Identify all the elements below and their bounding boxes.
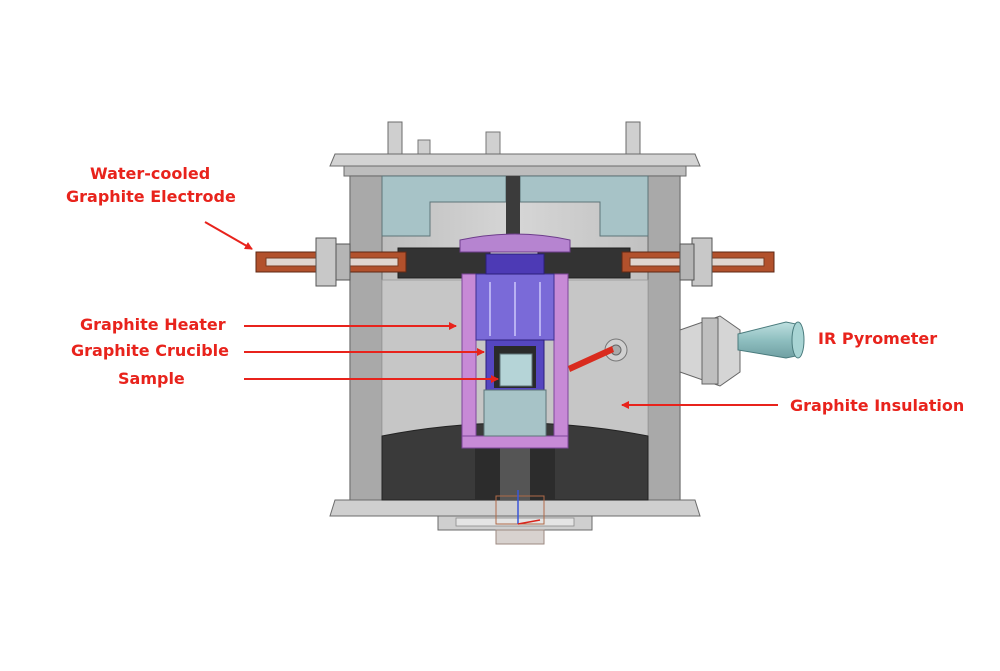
graphite-heater xyxy=(459,233,571,449)
label-crucible: Graphite Crucible xyxy=(71,341,229,360)
label-pyrometer: IR Pyrometer xyxy=(818,329,938,348)
crucible-pedestal xyxy=(483,389,547,437)
electrode-holders xyxy=(397,247,631,279)
coordinate-axes-icon xyxy=(517,490,541,525)
ir-beam xyxy=(568,346,614,372)
ir-pyrometer xyxy=(679,315,805,387)
bottom-fixture xyxy=(437,495,593,545)
label-electrode-line2: Graphite Electrode xyxy=(66,187,236,206)
label-insulation: Graphite Insulation xyxy=(790,396,965,415)
water-cooled-electrode-left xyxy=(255,237,407,287)
sample xyxy=(499,353,533,387)
top-insulation xyxy=(381,175,649,237)
water-cooled-electrode-right xyxy=(621,237,775,287)
leader-arrows xyxy=(204,221,778,409)
top-lid xyxy=(329,121,701,177)
label-sample: Sample xyxy=(118,369,185,388)
arrow-electrode xyxy=(204,221,253,250)
label-heater: Graphite Heater xyxy=(80,315,226,334)
label-electrode-line1: Water-cooled xyxy=(90,164,211,183)
